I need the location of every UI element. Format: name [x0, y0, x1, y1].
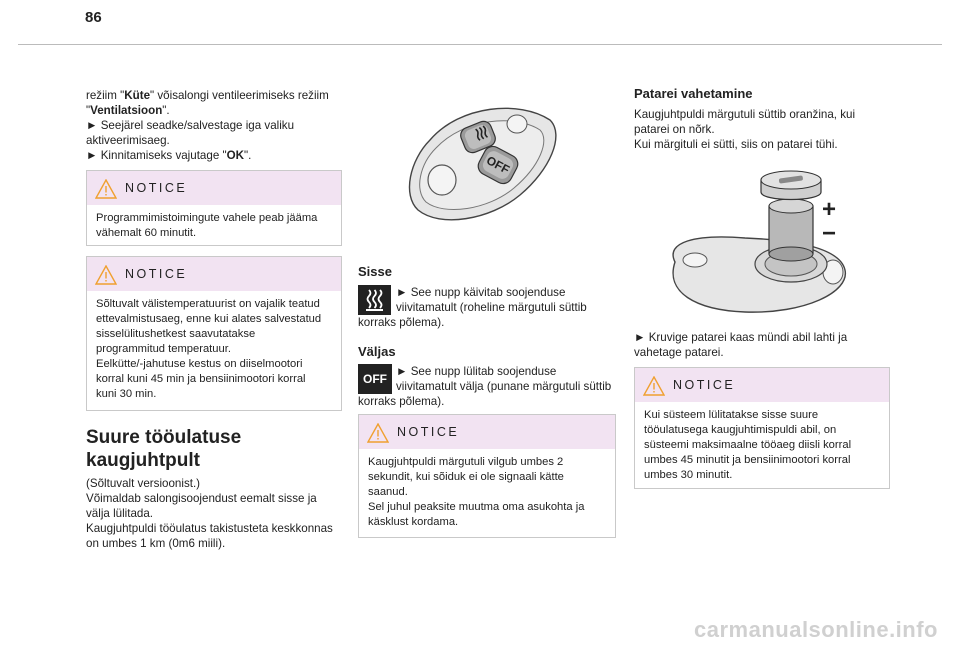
notice-title: NOTICE	[397, 425, 460, 439]
battery-line: Kui märgituli ei sütti, siis on patarei …	[634, 138, 838, 151]
notice-line: tööulatusega kaugjuhtimispuldi abil, on	[644, 424, 837, 436]
watermark[interactable]: carmanualsonline.info	[694, 617, 938, 642]
notice-box-2: NOTICE Sõltuvalt välistemperatuurist on …	[86, 256, 342, 411]
sisse-title: Sisse	[358, 264, 392, 279]
notice-line: Sel juhul peaksite muutma oma asukohta j…	[368, 501, 585, 513]
warning-triangle-icon	[95, 179, 117, 199]
notice-line: Programmimistoimingute vahele peab jääma	[96, 212, 318, 224]
sisse-line: ► See nupp käivitab soojenduse	[396, 286, 566, 299]
notice-header: NOTICE	[635, 368, 889, 402]
notice-title: NOTICE	[125, 267, 188, 281]
battery-section-title: Patarei vahetamine	[634, 86, 753, 101]
intro-text: režiim "Küte" võisalongi ventileerimisek…	[86, 88, 346, 163]
notice-header: NOTICE	[359, 415, 615, 449]
sisse-line: viivitamatult (roheline märgutuli süttib	[396, 301, 587, 314]
sisse-line: korraks põlema).	[358, 316, 445, 329]
heating-icon	[358, 285, 391, 315]
notice-line: Kaugjuhtpuldi märgutuli vilgub umbes 2	[368, 456, 564, 468]
minus-sign: −	[822, 220, 837, 247]
notice-body: Programmimistoimingute vahele peab jääma…	[87, 205, 341, 249]
battery-line: Kaugjuhtpuldi märgutuli süttib oranžina,…	[634, 108, 856, 121]
step-line: ► Kinnitamiseks vajutage "OK".	[86, 149, 252, 162]
notice-line: sekundit, kui sõiduk ei ole signaali kät…	[368, 471, 564, 483]
notice-line: ettevalmistusaeg, enne kui alates salves…	[96, 313, 322, 325]
remote-control-illustration: OFF	[408, 107, 557, 221]
intro-line-2: "Ventilatsioon".	[86, 104, 170, 117]
notice-line: Eelkütte/-jahutuse kestus on diiselmooto…	[96, 358, 303, 370]
warning-triangle-icon	[95, 265, 117, 285]
notice-title: NOTICE	[673, 378, 736, 392]
page-number: 86	[85, 9, 102, 26]
header-divider	[18, 44, 942, 45]
intro-line-1: režiim "Küte" võisalongi ventileerimisek…	[86, 89, 329, 102]
section-body: (Sõltuvalt versioonist.) Võimaldab salon…	[86, 476, 348, 551]
notice-header: NOTICE	[87, 171, 341, 205]
notice-line: saanud.	[368, 486, 408, 498]
step-line: ► Seejärel seadke/salvestage iga valiku	[86, 119, 295, 132]
step-line: aktiveerimisaeg.	[86, 134, 170, 147]
battery-step-line: ► Kruvige patarei kaas mündi abil lahti …	[634, 331, 848, 344]
valjas-line: viivitamatult välja (punane märgutuli sü…	[396, 380, 612, 393]
body-line: (Sõltuvalt versioonist.)	[86, 477, 201, 490]
battery-line: patarei on nõrk.	[634, 123, 715, 136]
notice-body: Kaugjuhtpuldi märgutuli vilgub umbes 2 s…	[359, 449, 615, 538]
section-title: Suure tööulatuse kaugjuhtpult	[86, 426, 346, 472]
notice-line: programmitud temperatuur.	[96, 343, 231, 355]
battery-step-line: vahetage patarei.	[634, 346, 724, 359]
body-line: Kaugjuhtpuldi tööulatus takistusteta kes…	[86, 522, 333, 535]
body-line: välja lülitada.	[86, 507, 154, 520]
notice-box-4: NOTICE Kui süsteem lülitatakse sisse suu…	[634, 367, 890, 489]
notice-body: Kui süsteem lülitatakse sisse suure tööu…	[635, 402, 889, 491]
plus-sign: +	[822, 196, 837, 223]
notice-line: käsklust kordama.	[368, 516, 459, 528]
valjas-line: ► See nupp lülitab soojenduse	[396, 365, 557, 378]
valjas-line: korraks põlema).	[358, 395, 445, 408]
warning-triangle-icon	[643, 376, 665, 396]
section-title-line: Suure tööulatuse	[86, 427, 242, 448]
notice-header: NOTICE	[87, 257, 341, 291]
notice-line: kuni 30 min.	[96, 388, 157, 400]
notice-line: Kui süsteem lülitatakse sisse suure	[644, 409, 819, 421]
notice-line: korral kuni 45 min ja bensiinimootori ko…	[96, 373, 306, 385]
notice-box-3: NOTICE Kaugjuhtpuldi märgutuli vilgub um…	[358, 414, 616, 538]
battery-step: ► Kruvige patarei kaas mündi abil lahti …	[634, 330, 904, 360]
notice-box-1: NOTICE Programmimistoimingute vahele pea…	[86, 170, 342, 246]
off-button-icon: OFF	[358, 364, 392, 394]
notice-line: süsteemi maksimaalne tööaeg diisli korra…	[644, 439, 852, 451]
valjas-title: Väljas	[358, 344, 396, 359]
notice-line: umbes 30 minutit.	[644, 469, 733, 481]
notice-line: vähemalt 60 minutit.	[96, 227, 197, 239]
notice-title: NOTICE	[125, 181, 188, 195]
notice-body: Sõltuvalt välistemperatuurist on vajalik…	[87, 291, 341, 410]
body-line: on umbes 1 km (0m6 miili).	[86, 537, 226, 550]
battery-intro: Kaugjuhtpuldi märgutuli süttib oranžina,…	[634, 107, 904, 152]
battery-replacement-illustration	[672, 170, 846, 313]
sisse-block: ► See nupp käivitab soojenduse viivitama…	[358, 285, 628, 330]
notice-line: umbes 45 minutit ja bensiinimootori korr…	[644, 454, 851, 466]
section-title-line: kaugjuhtpult	[86, 450, 200, 471]
body-line: Võimaldab salongisoojendust eemalt sisse…	[86, 492, 317, 505]
valjas-block: OFF ► See nupp lülitab soojenduse viivit…	[358, 364, 628, 409]
warning-triangle-icon	[367, 423, 389, 443]
notice-line: Sõltuvalt välistemperatuurist on vajalik…	[96, 298, 320, 310]
notice-line: sisselülitushetkest saavutatakse	[96, 328, 256, 340]
